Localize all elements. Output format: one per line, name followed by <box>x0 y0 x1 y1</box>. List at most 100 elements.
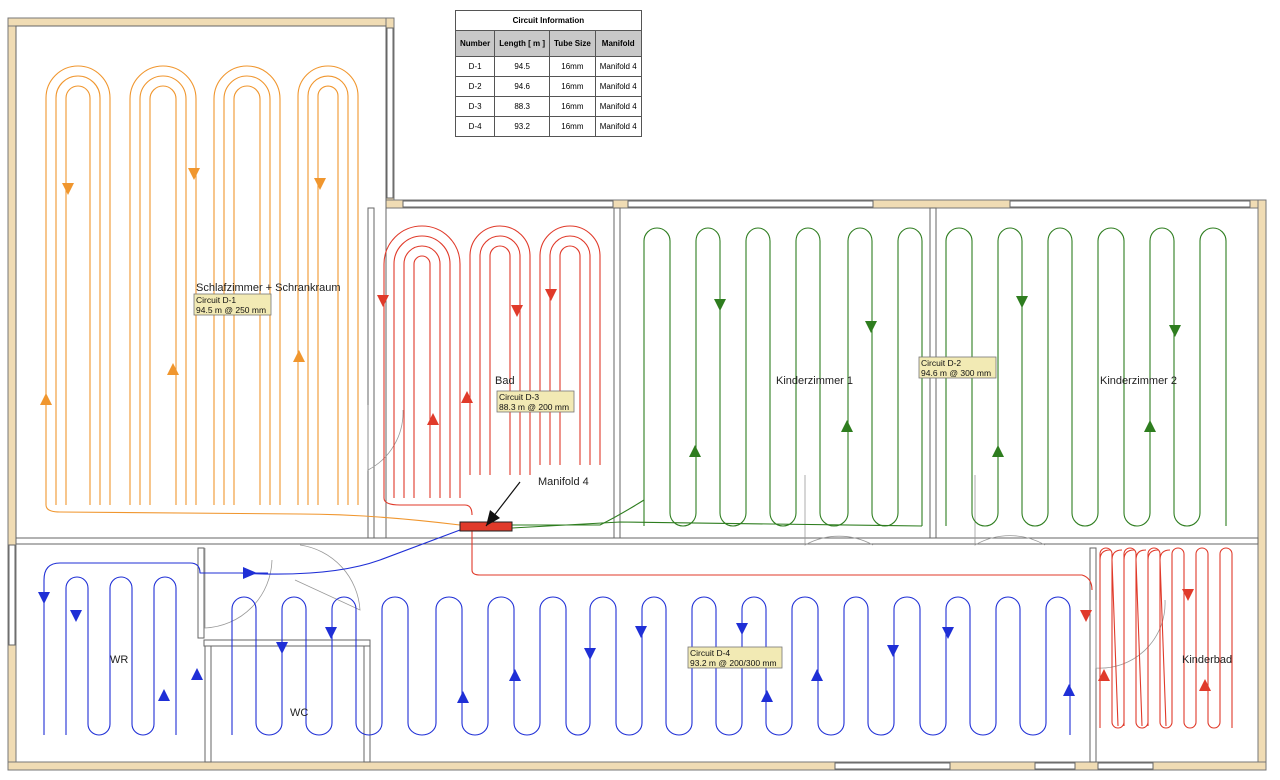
flow-arrow <box>761 690 773 702</box>
circuit-note-d1: Circuit D-1 94.5 m @ 250 mm <box>193 293 272 316</box>
flow-arrow <box>942 627 954 639</box>
flow-arrow <box>1199 679 1211 691</box>
table-cell: 16mm <box>549 116 596 137</box>
circuit-d4-supply <box>43 562 268 735</box>
flow-arrow <box>1098 669 1110 681</box>
circuit-d3-id: Circuit D-3 <box>499 392 539 402</box>
table-cell: 88.3 <box>494 96 551 117</box>
flow-arrow <box>1063 684 1075 696</box>
circuit-note-d4: Circuit D-4 93.2 m @ 200/300 mm <box>687 646 783 669</box>
flow-arrow <box>325 627 337 639</box>
circuit-d4-spec: 93.2 m @ 200/300 mm <box>690 658 777 668</box>
room-label-bad: Bad <box>495 375 515 387</box>
flow-arrow <box>377 295 389 307</box>
room-label-kinderbad: Kinderbad <box>1182 654 1232 666</box>
flow-arrow <box>545 289 557 301</box>
table-header-cell: Manifold <box>594 30 642 57</box>
flow-arrow <box>1169 325 1181 337</box>
flow-arrow <box>70 610 82 622</box>
flow-arrow <box>167 363 179 375</box>
room-label-wr: WR <box>110 654 128 666</box>
circuit-d4-wr <box>65 576 177 736</box>
table-header-cell: Length [ m ] <box>494 30 551 57</box>
circuit-d2-id: Circuit D-2 <box>921 358 961 368</box>
flow-arrow <box>1080 610 1092 622</box>
door-swings <box>204 405 1166 669</box>
table-cell: 93.2 <box>494 116 551 137</box>
flow-arrow <box>689 445 701 457</box>
circuit-d2-kz2 <box>945 227 1227 527</box>
circuit-d4-feed <box>239 529 461 575</box>
circuit-d4-id: Circuit D-4 <box>690 648 730 658</box>
flow-arrow <box>1182 589 1194 601</box>
room-label-kinderzimmer-1: Kinderzimmer 1 <box>776 375 853 387</box>
flow-arrow <box>243 567 257 579</box>
flow-arrow <box>427 413 439 425</box>
flow-arrow <box>40 393 52 405</box>
circuit-d3-spec: 88.3 m @ 200 mm <box>499 402 569 412</box>
flow-arrow <box>509 669 521 681</box>
flow-arrows <box>38 168 1211 703</box>
flow-arrow <box>841 420 853 432</box>
circuit-d4-corridor <box>231 596 1071 736</box>
table-cell: D-2 <box>454 76 496 97</box>
circuit-d1-supply <box>45 504 461 526</box>
table-cell: 16mm <box>549 56 596 77</box>
flow-arrow <box>811 669 823 681</box>
table-cell: 94.6 <box>494 76 551 97</box>
manifold-label: Manifold 4 <box>538 476 589 488</box>
flow-arrow <box>865 321 877 333</box>
flow-arrow <box>635 626 647 638</box>
circuit-d1-id: Circuit D-1 <box>196 295 236 305</box>
heating-circuits <box>43 65 1233 736</box>
flow-arrow <box>188 168 200 180</box>
circuit-d2-spec: 94.6 m @ 300 mm <box>921 368 991 378</box>
flow-arrow <box>736 623 748 635</box>
table-cell: D-4 <box>454 116 496 137</box>
flow-arrow <box>714 299 726 311</box>
circuit-d2-link <box>511 521 923 529</box>
flow-arrow <box>1016 296 1028 308</box>
room-label-kinderzimmer-2: Kinderzimmer 2 <box>1100 375 1177 387</box>
circuit-d2-supply <box>512 499 645 526</box>
circuit-d3-supply <box>383 497 473 516</box>
circuit-d3-path <box>383 225 601 498</box>
table-caption: Circuit Information <box>455 10 642 31</box>
flow-arrow <box>511 305 523 317</box>
flow-arrow <box>461 391 473 403</box>
table-header-cell: Number <box>454 30 496 57</box>
flow-arrow <box>158 689 170 701</box>
flow-arrow <box>191 668 203 680</box>
flow-arrow <box>314 178 326 190</box>
circuit-d3-kinderbad-feed <box>471 531 1093 591</box>
table-cell: 16mm <box>549 96 596 117</box>
table-cell: 94.5 <box>494 56 551 77</box>
circuit-d3-kinderbad-loop <box>1099 547 1233 729</box>
room-label-wc: WC <box>290 707 308 719</box>
circuit-d2-kz1 <box>643 227 923 527</box>
flow-arrow <box>584 648 596 660</box>
flow-arrow <box>38 592 50 604</box>
circuit-note-d2: Circuit D-2 94.6 m @ 300 mm <box>918 356 997 379</box>
flow-arrow <box>1144 420 1156 432</box>
table-cell: D-3 <box>454 96 496 117</box>
windows <box>8 27 1251 770</box>
flow-arrow <box>992 445 1004 457</box>
flow-arrow <box>293 350 305 362</box>
flow-arrow <box>276 642 288 654</box>
table-cell: Manifold 4 <box>594 76 642 97</box>
table-cell: 16mm <box>549 76 596 97</box>
table-cell: Manifold 4 <box>594 56 642 77</box>
table-header-cell: Tube Size <box>549 30 596 57</box>
circuit-d1-spec: 94.5 m @ 250 mm <box>196 305 266 315</box>
manifold-4: Manifold 4 <box>459 476 589 532</box>
table-cell: Manifold 4 <box>594 116 642 137</box>
circuit-d1-path <box>45 65 359 505</box>
